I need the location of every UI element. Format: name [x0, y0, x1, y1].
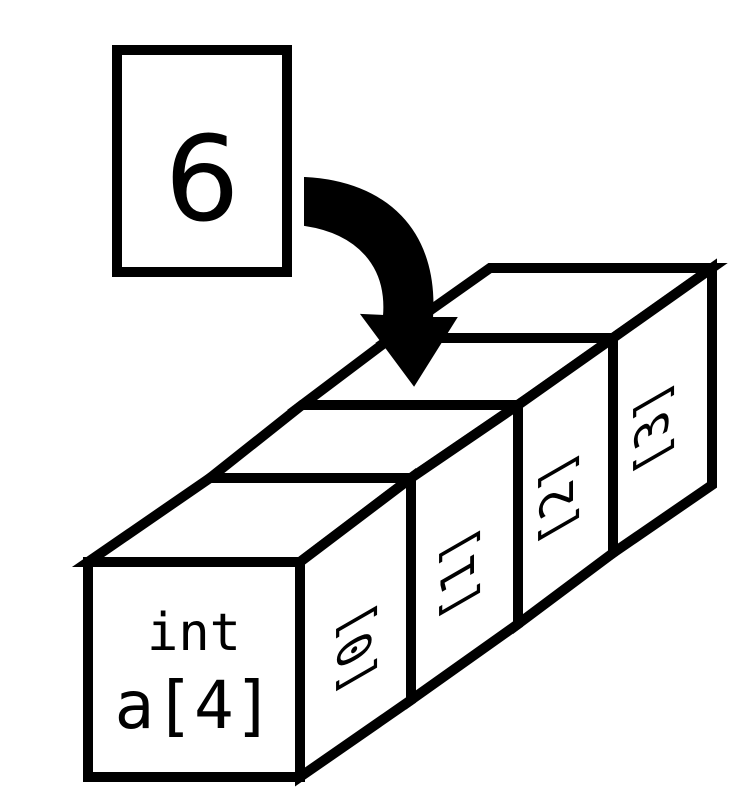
curved-arrow-icon — [304, 176, 458, 387]
value-box: 6 — [112, 45, 292, 277]
assignment-arrow — [304, 176, 458, 387]
value-text: 6 — [164, 110, 239, 248]
array-name-label: a[4] — [115, 667, 274, 744]
value-box-frame — [112, 45, 292, 277]
array-type-label: int — [147, 603, 241, 663]
array-front-face — [83, 557, 305, 782]
array-cells — [71, 258, 728, 787]
